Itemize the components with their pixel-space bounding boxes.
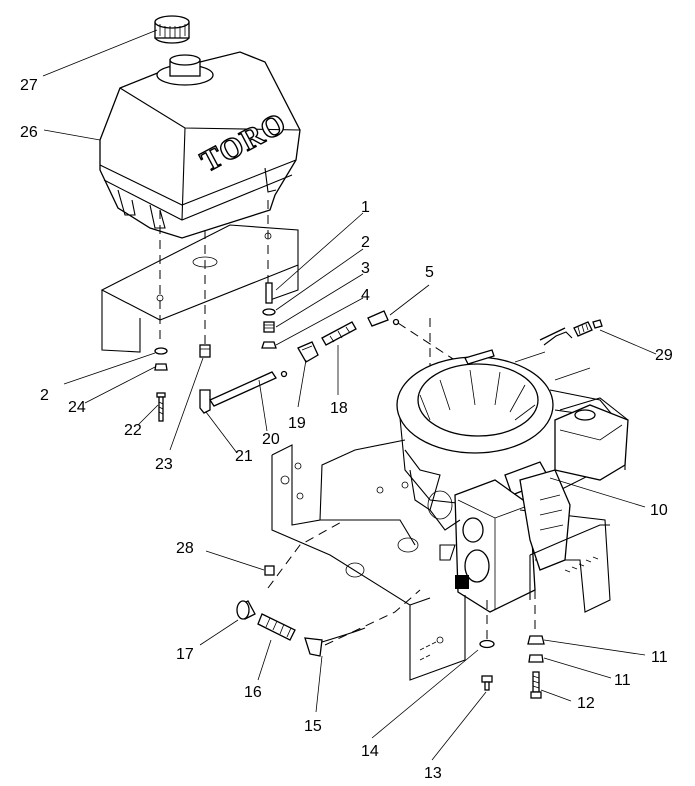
fuel-cap — [154, 15, 190, 44]
callout-11-lower: 11 — [614, 672, 631, 689]
mount-hardware-lower — [479, 635, 545, 699]
callout-2-left: 2 — [40, 387, 49, 404]
callout-15: 15 — [304, 718, 322, 735]
callout-10: 10 — [650, 502, 668, 519]
callout-3: 3 — [361, 260, 370, 277]
callout-11-upper: 11 — [651, 649, 668, 666]
callout-4: 4 — [361, 287, 370, 304]
callout-29: 29 — [655, 347, 673, 364]
engine-assembly — [396, 319, 629, 613]
tank-bracket — [100, 200, 299, 353]
callout-28: 28 — [176, 540, 194, 557]
leader-lines — [42, 29, 657, 761]
callout-19: 19 — [288, 415, 306, 432]
callout-12: 12 — [577, 695, 595, 712]
fuel-line-upper — [199, 370, 288, 414]
mount-hardware-left — [154, 347, 168, 422]
mount-hardware-upper — [261, 282, 277, 349]
frame-plate — [271, 439, 610, 681]
fuel-valve-23 — [199, 344, 211, 358]
callout-22: 22 — [124, 422, 142, 439]
callout-13: 13 — [424, 765, 442, 782]
fuel-tank: TORO — [99, 51, 301, 239]
callout-23: 23 — [155, 456, 173, 473]
fuel-line-lower — [236, 565, 366, 657]
callout-26: 26 — [20, 124, 38, 141]
callout-21: 21 — [235, 448, 253, 465]
callout-18: 18 — [330, 400, 348, 417]
fuel-filter — [297, 310, 400, 363]
callout-27: 27 — [20, 77, 38, 94]
callout-5: 5 — [425, 264, 434, 281]
callout-2-upper: 2 — [361, 234, 370, 251]
callout-1: 1 — [361, 199, 370, 216]
callout-20: 20 — [262, 431, 280, 448]
callout-14: 14 — [361, 743, 379, 760]
callout-17: 17 — [176, 646, 194, 663]
callout-16: 16 — [244, 684, 262, 701]
callout-24: 24 — [68, 399, 86, 416]
callout-labels: 27 26 1 2 3 4 5 29 2 24 22 23 21 20 19 1… — [20, 77, 673, 782]
